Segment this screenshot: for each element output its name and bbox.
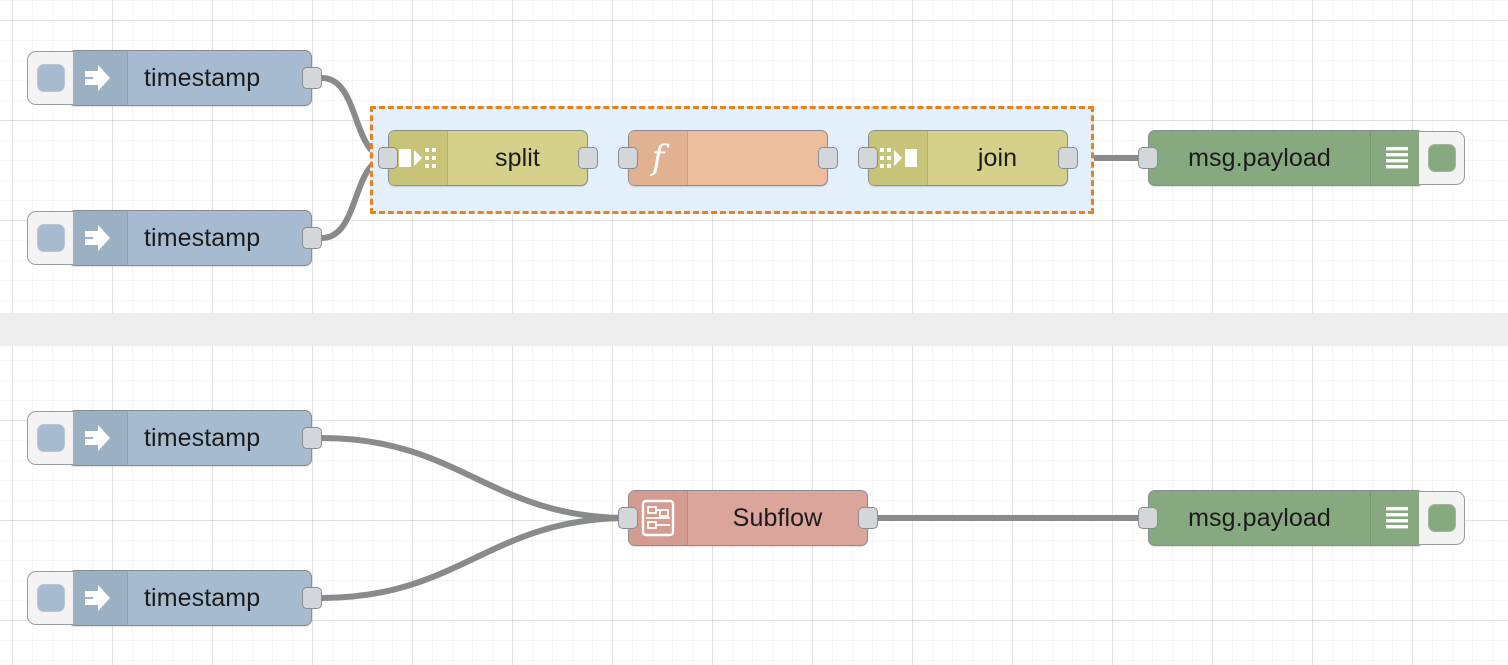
inject-trigger-button-3[interactable] xyxy=(27,411,73,465)
node-label: Subflow xyxy=(732,503,823,532)
inject-arrow-icon xyxy=(69,51,128,105)
debug-toggle-button-1[interactable] xyxy=(1419,131,1465,185)
node-split[interactable]: split xyxy=(378,130,598,186)
output-port[interactable] xyxy=(302,67,322,89)
input-port[interactable] xyxy=(618,147,638,169)
join-icon xyxy=(869,131,928,185)
debug-bars-icon xyxy=(1370,491,1423,545)
debug-button-inner xyxy=(1427,144,1456,172)
node-label: timestamp xyxy=(144,223,261,252)
inject-trigger-button-2[interactable] xyxy=(27,211,73,265)
node-label: join xyxy=(977,143,1018,172)
node-label xyxy=(688,131,827,185)
node-inject-timestamp-1[interactable]: timestamp xyxy=(27,50,322,106)
inject-button-inner xyxy=(36,224,65,252)
wire-inject4-to-subflow xyxy=(319,515,631,601)
output-port[interactable] xyxy=(818,147,838,169)
output-port[interactable] xyxy=(1058,147,1078,169)
inject-button-inner xyxy=(36,584,65,612)
node-label: timestamp xyxy=(144,583,261,612)
input-port[interactable] xyxy=(618,507,638,529)
node-inject-timestamp-4[interactable]: timestamp xyxy=(27,570,322,626)
node-inject-timestamp-3[interactable]: timestamp xyxy=(27,410,322,466)
flow-divider xyxy=(0,313,1508,346)
subflow-icon xyxy=(629,491,688,545)
debug-button-inner xyxy=(1427,504,1456,532)
output-port[interactable] xyxy=(578,147,598,169)
inject-button-inner xyxy=(36,64,65,92)
wire-inject3-to-subflow xyxy=(319,435,631,521)
node-subflow[interactable]: Subflow xyxy=(618,490,878,546)
debug-toggle-button-2[interactable] xyxy=(1419,491,1465,545)
inject-arrow-icon xyxy=(69,211,128,265)
node-label: split xyxy=(495,143,540,172)
node-label: timestamp xyxy=(144,63,261,92)
debug-bars-icon xyxy=(1370,131,1423,185)
output-port[interactable] xyxy=(858,507,878,529)
input-port[interactable] xyxy=(1138,507,1158,529)
node-inject-timestamp-2[interactable]: timestamp xyxy=(27,210,322,266)
node-label: msg.payload xyxy=(1188,143,1331,172)
node-function[interactable]: f xyxy=(618,130,838,186)
function-f-icon: f xyxy=(629,131,688,185)
inject-trigger-button-1[interactable] xyxy=(27,51,73,105)
output-port[interactable] xyxy=(302,587,322,609)
inject-button-inner xyxy=(36,424,65,452)
node-debug-msg-payload-2[interactable]: msg.payload xyxy=(1138,490,1465,546)
node-join[interactable]: join xyxy=(858,130,1078,186)
inject-arrow-icon xyxy=(69,411,128,465)
input-port[interactable] xyxy=(1138,147,1158,169)
node-label: timestamp xyxy=(144,423,261,452)
svg-text:f: f xyxy=(649,138,670,178)
output-port[interactable] xyxy=(302,427,322,449)
node-label: msg.payload xyxy=(1188,503,1331,532)
split-icon xyxy=(389,131,448,185)
input-port[interactable] xyxy=(858,147,878,169)
inject-arrow-icon xyxy=(69,571,128,625)
node-debug-msg-payload-1[interactable]: msg.payload xyxy=(1138,130,1465,186)
input-port[interactable] xyxy=(378,147,398,169)
output-port[interactable] xyxy=(302,227,322,249)
inject-trigger-button-4[interactable] xyxy=(27,571,73,625)
